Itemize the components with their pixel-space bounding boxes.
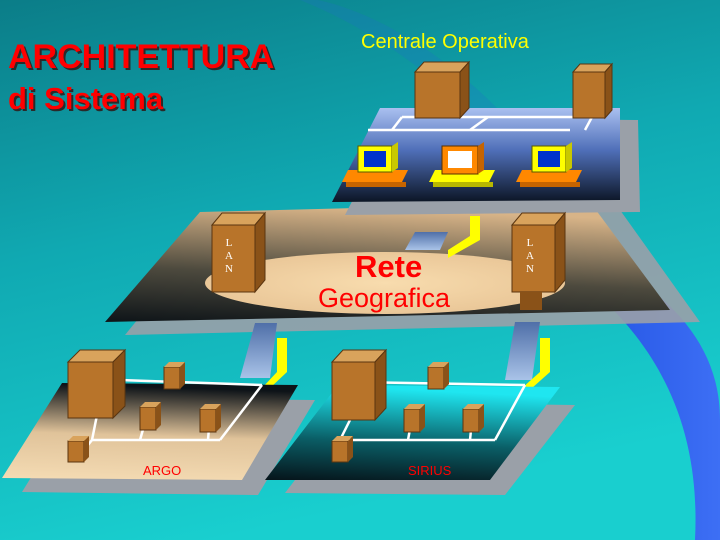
client-icon <box>199 404 221 433</box>
client-icon <box>163 362 185 390</box>
server-icon <box>66 348 127 420</box>
slide-title-line2: di Sistema <box>8 81 164 116</box>
lan-tower-right <box>510 211 567 310</box>
lan-label-right: L A N <box>523 237 537 276</box>
geografica-label: Geografica <box>318 283 451 313</box>
workstation-icon <box>429 142 495 187</box>
lan-letter: N <box>225 263 233 275</box>
client-icon <box>67 436 89 463</box>
client-icon <box>331 436 353 463</box>
downlink-argo <box>240 323 287 388</box>
lan-letter: L <box>225 237 233 249</box>
workstation-icon <box>516 142 582 187</box>
server-icon <box>413 60 471 120</box>
lan-letter: N <box>526 263 534 275</box>
lan-letter: L <box>526 237 534 249</box>
client-icon <box>427 362 449 390</box>
client-icon <box>403 404 425 433</box>
slide-title-line1: ARCHITETTURA <box>8 38 275 76</box>
lan-label-left: L A N <box>222 237 236 276</box>
client-icon <box>139 402 161 431</box>
site-label-sirius: SIRIUS <box>408 463 452 478</box>
uplink-centrale-left <box>405 216 480 258</box>
downlink-sirius <box>505 322 550 388</box>
lan-tower-left <box>210 211 267 294</box>
server-icon <box>571 62 614 120</box>
server-icon <box>330 348 388 422</box>
centrale-operativa-label: Centrale Operativa <box>361 31 529 53</box>
workstation-icon <box>342 142 408 187</box>
rete-label: Rete <box>355 249 423 284</box>
site-label-argo: ARGO <box>143 463 182 478</box>
lan-letter: A <box>225 250 233 262</box>
client-icon <box>462 404 484 433</box>
network-ellipse <box>205 252 565 314</box>
lan-letter: A <box>526 250 534 262</box>
